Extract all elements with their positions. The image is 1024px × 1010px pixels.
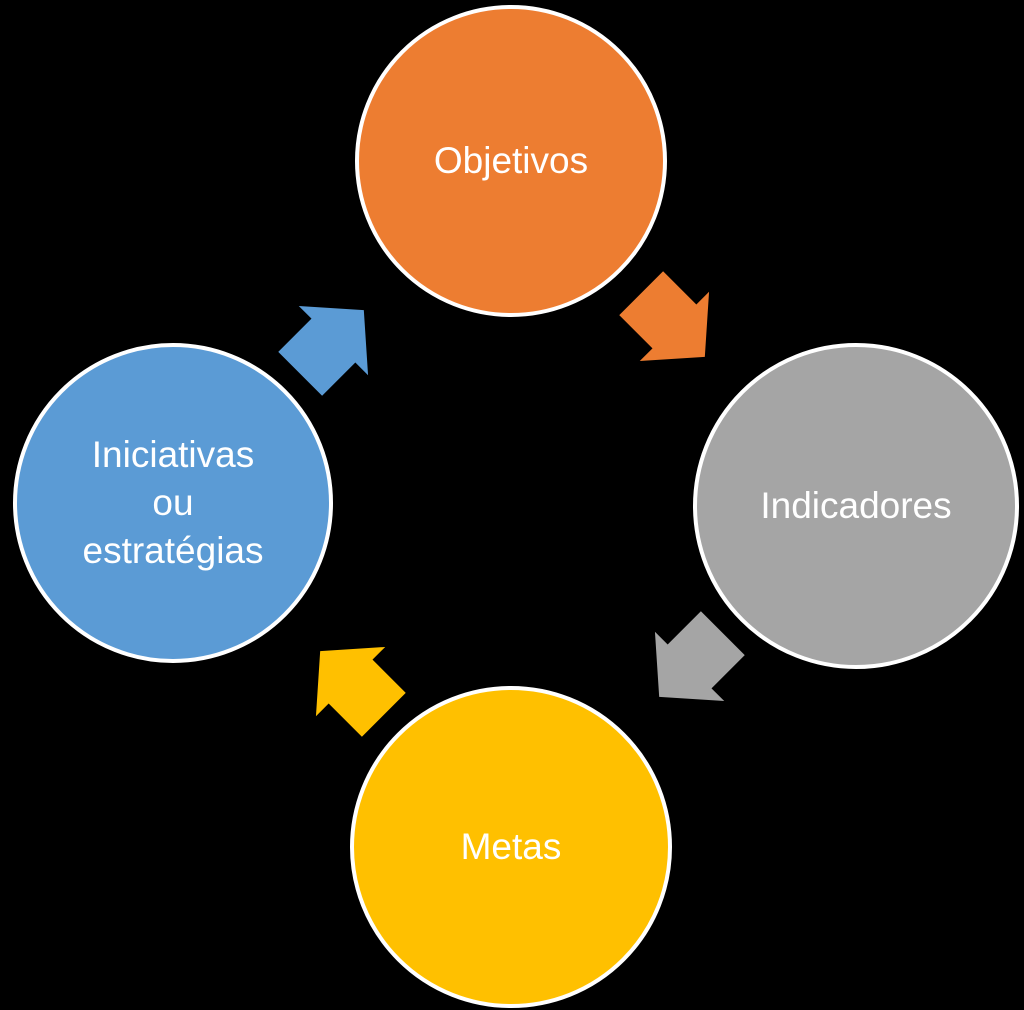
cycle-arrow-shape bbox=[619, 271, 710, 362]
cycle-arrow-icon-metas-to-iniciativas bbox=[315, 646, 406, 737]
cycle-arrow-shape bbox=[315, 646, 406, 737]
node-metas-label: Metas bbox=[460, 826, 562, 867]
node-iniciativas: Iniciativas ou estratégias bbox=[13, 343, 333, 663]
node-indicadores: Indicadores bbox=[693, 343, 1019, 669]
node-iniciativas-line-3: estratégias bbox=[82, 530, 264, 571]
node-indicadores-label: Indicadores bbox=[760, 485, 952, 526]
node-iniciativas-label: Iniciativas ou estratégias bbox=[83, 431, 264, 575]
cycle-arrow-icon-iniciativas-to-objetivos bbox=[278, 305, 369, 396]
cycle-arrow-shape bbox=[278, 305, 369, 396]
cycle-arrow-icon-objetivos-to-indicadores bbox=[619, 271, 710, 362]
node-iniciativas-line-2: ou bbox=[152, 482, 194, 523]
node-objetivos-label: Objetivos bbox=[433, 140, 589, 181]
cycle-arrow-shape bbox=[654, 611, 745, 702]
node-objetivos: Objetivos bbox=[355, 5, 667, 317]
node-iniciativas-line-1: Iniciativas bbox=[91, 434, 255, 475]
node-metas: Metas bbox=[350, 686, 672, 1008]
cycle-arrow-icon-indicadores-to-metas bbox=[654, 611, 745, 702]
